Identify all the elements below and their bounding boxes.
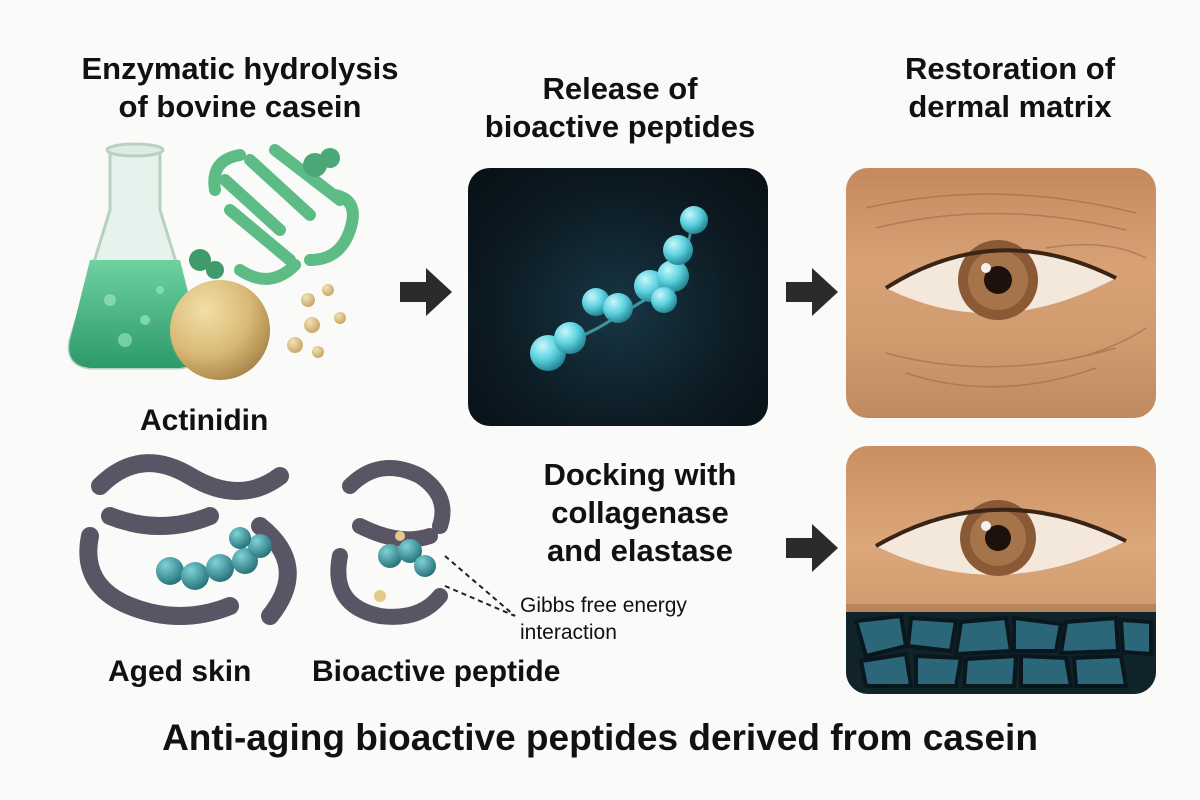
- heading-release-peptides: Release of bioactive peptides: [484, 71, 756, 144]
- aged-skin-enzyme-icon: [79, 454, 297, 625]
- figure-caption: Anti-aging bioactive peptides derived fr…: [162, 717, 1038, 758]
- peptide-release-panel: [468, 168, 768, 426]
- heading-enzymatic-hydrolysis: Enzymatic hydrolysis of bovine casein: [81, 51, 399, 124]
- heading-docking: Docking with collagenase and elastase: [543, 457, 737, 568]
- dermal-matrix-icon: [853, 613, 1153, 688]
- casein-protein-icon: [189, 144, 359, 285]
- peptide-chain-icon: [530, 206, 708, 371]
- peptide-cluster-icon: [156, 527, 272, 590]
- aged-eye-image: [846, 168, 1156, 418]
- label-actinidin: Actinidin: [140, 404, 269, 437]
- label-bioactive-peptide: Bioactive peptide: [312, 655, 561, 688]
- peptide-fragments-icon: [287, 284, 346, 358]
- label-gibbs-energy: Gibbs free energy interaction: [520, 594, 687, 644]
- actinidin-sphere-icon: [170, 280, 270, 380]
- enzyme-docking-illustration: [79, 454, 516, 625]
- restored-eye-image: [846, 446, 1156, 694]
- callout-leader-line: [444, 555, 516, 617]
- bioactive-peptide-enzyme-icon: [330, 460, 451, 625]
- arrow-right-icon: [400, 268, 452, 316]
- hydrolysis-illustration: [67, 142, 359, 380]
- heading-restoration: Restoration of dermal matrix: [904, 51, 1116, 124]
- arrow-right-icon: [786, 524, 838, 572]
- label-aged-skin: Aged skin: [108, 655, 252, 688]
- arrow-right-icon: [786, 268, 838, 316]
- flask-icon: [67, 142, 203, 370]
